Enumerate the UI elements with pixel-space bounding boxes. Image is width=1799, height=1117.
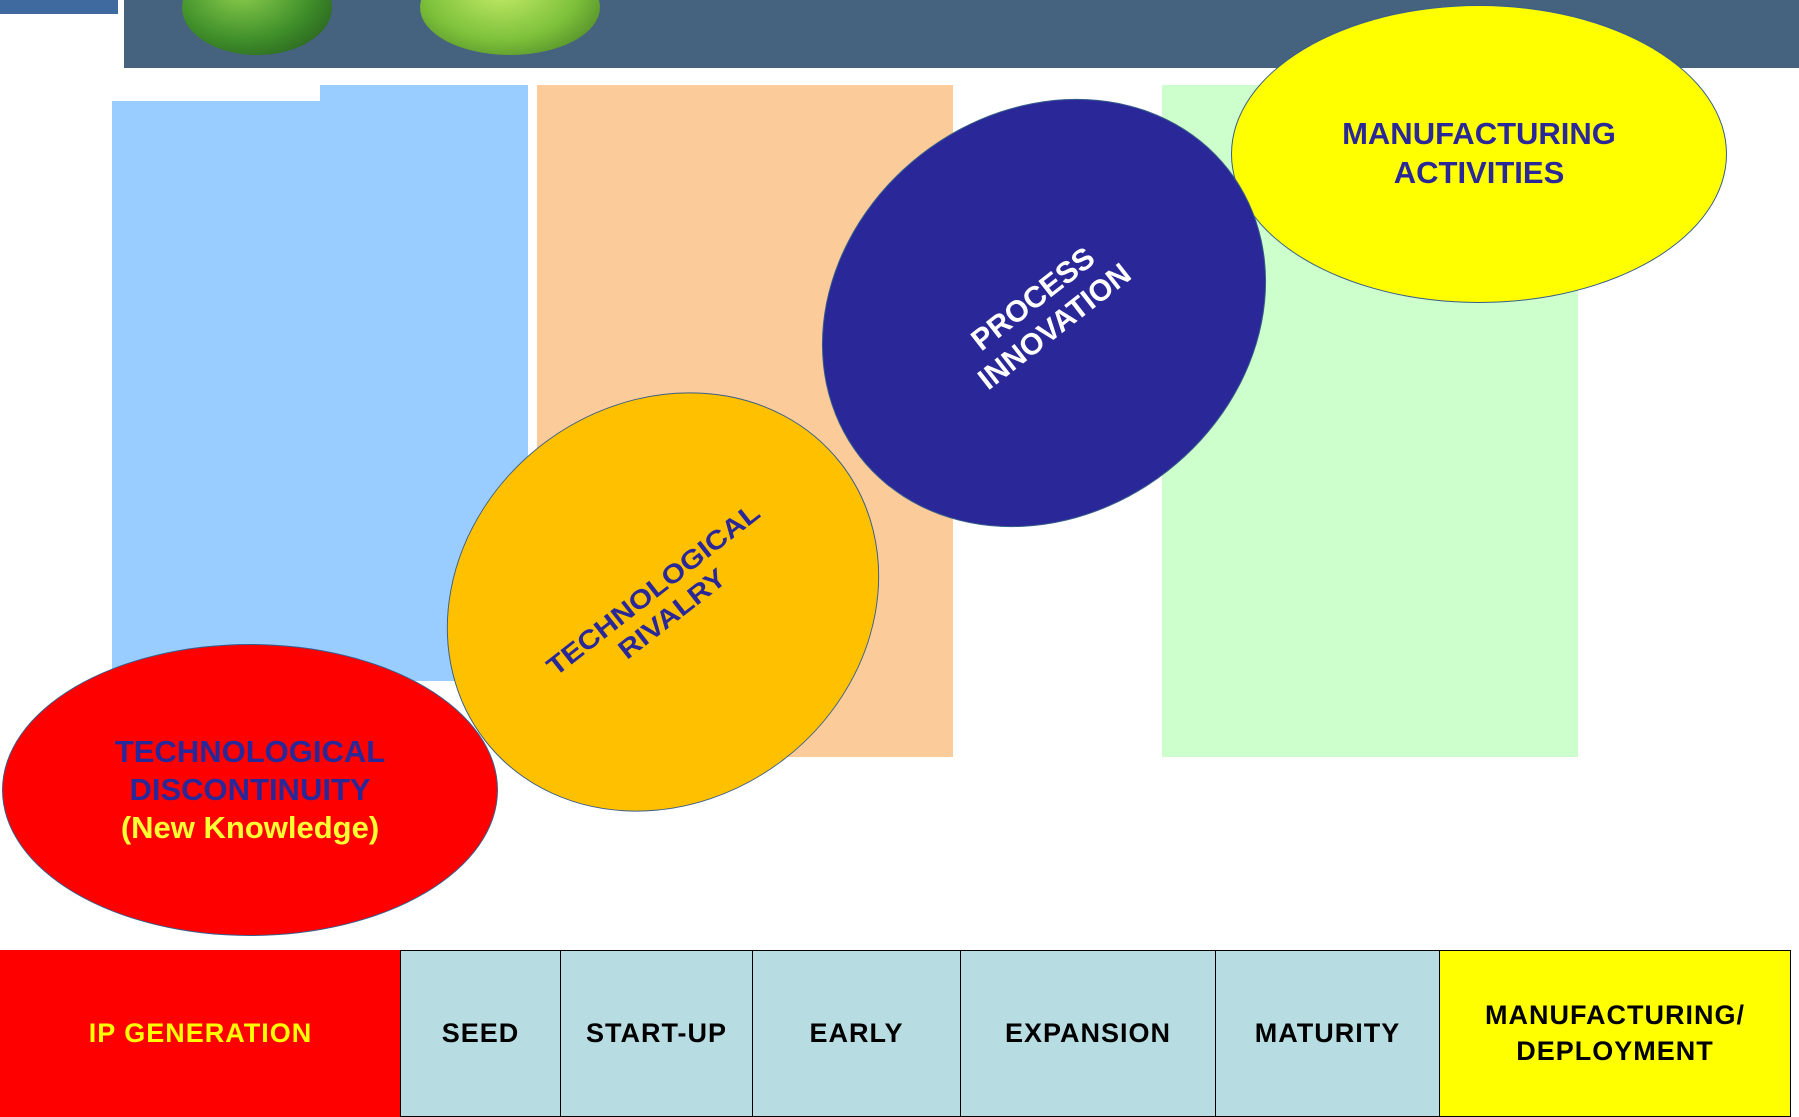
blue-column [112, 101, 320, 681]
ellipse-label: DISCONTINUITY [129, 772, 371, 808]
stage-ip-generation: IP GENERATION [0, 950, 401, 1117]
ellipse-label: TECHNOLOGICAL [114, 734, 386, 770]
technological-discontinuity-ellipse: TECHNOLOGICAL DISCONTINUITY (New Knowled… [2, 644, 498, 936]
stage-maturity: MATURITY [1215, 950, 1440, 1117]
stage-expansion: EXPANSION [960, 950, 1216, 1117]
stage-manufacturing-deployment: MANUFACTURING/ DEPLOYMENT [1439, 950, 1791, 1117]
ellipse-label: TECHNOLOGICAL [541, 497, 766, 682]
ellipse-sublabel: (New Knowledge) [120, 809, 380, 845]
ellipse-label: RIVALRY [612, 563, 732, 666]
ellipse-label: ACTIVITIES [1393, 155, 1565, 190]
ellipse-label: MANUFACTURING [1342, 116, 1616, 152]
manufacturing-activities-ellipse: MANUFACTURING ACTIVITIES [1231, 5, 1727, 303]
stage-label: DEPLOYMENT [1516, 1035, 1714, 1066]
stage-label: MANUFACTURING/ [1485, 1000, 1745, 1031]
stage-seed: SEED [400, 950, 561, 1117]
stage-early: EARLY [752, 950, 961, 1117]
stage-start-up: START-UP [560, 950, 753, 1117]
header-left-strip [0, 0, 118, 14]
